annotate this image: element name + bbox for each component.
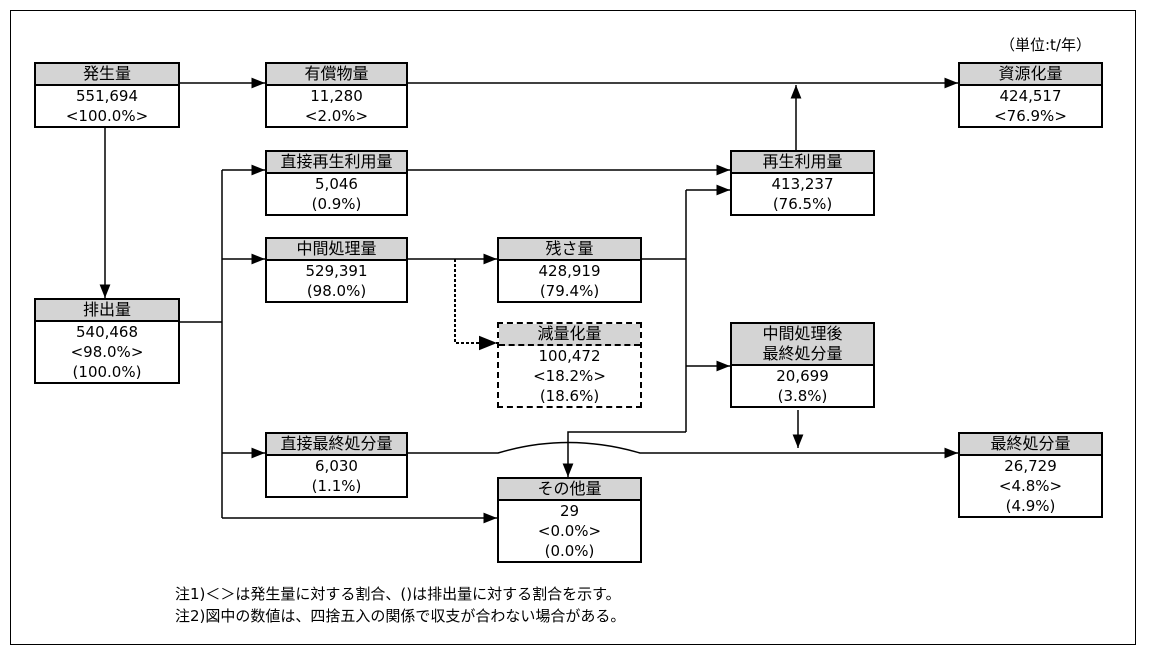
node-title: 減量化量: [499, 324, 640, 346]
node-title: 再生利用量: [732, 152, 873, 174]
node-yusho: 有償物量 11,280 <2.0%>: [265, 62, 408, 128]
arrow-to-sonota: [562, 431, 686, 477]
node-haishutsu: 排出量 540,468 <98.0%> (100.0%): [34, 298, 180, 384]
node-saishu: 最終処分量 26,729 <4.8%> (4.9%): [958, 432, 1103, 518]
node-value: 551,694: [75, 87, 139, 105]
node-value: 424,517: [999, 87, 1062, 105]
node-sonota: その他量 29 <0.0%> (0.0%): [497, 477, 642, 563]
node-saisei: 再生利用量 413,237 (76.5%): [730, 150, 875, 216]
node-title-line-1: 中間処理後: [762, 324, 843, 343]
node-ratio: (76.5%): [772, 195, 833, 213]
node-ratio: (3.8%): [777, 387, 828, 405]
node-ratio: <18.2%>: [533, 367, 606, 385]
node-value: 29: [559, 502, 580, 520]
node-shigen: 資源化量 424,517 <76.9%>: [958, 62, 1103, 128]
node-title: 発生量: [36, 64, 178, 86]
node-chukan: 中間処理量 529,391 (98.0%): [265, 237, 408, 303]
diagram-frame: [10, 10, 1136, 645]
node-ratio: <2.0%>: [304, 107, 369, 125]
node-title: 排出量: [36, 300, 178, 322]
node-value: 428,919: [538, 262, 601, 280]
node-title: 中間処理後 最終処分量: [732, 324, 873, 366]
arrow-chukan-genryo: [454, 259, 497, 351]
node-title: 中間処理量: [267, 239, 406, 261]
node-genryo: 減量化量 100,472 <18.2%> (18.6%): [497, 322, 642, 408]
node-value: 11,280: [310, 87, 363, 105]
node-value: 529,391: [305, 262, 368, 280]
node-ratio: <76.9%>: [994, 107, 1067, 125]
node-ratio-2: (0.0%): [544, 542, 595, 560]
node-value: 413,237: [771, 175, 834, 193]
node-ratio: (0.9%): [311, 195, 362, 213]
note-2: 注2)図中の数値は、四捨五入の関係で収支が合わない場合がある。: [175, 607, 626, 625]
node-chokusaishu: 直接最終処分量 6,030 (1.1%): [265, 432, 408, 498]
node-ratio-2: (18.6%): [539, 387, 600, 405]
node-chukango: 中間処理後 最終処分量 20,699 (3.8%): [730, 322, 875, 408]
node-value: 5,046: [315, 175, 358, 193]
node-title: 資源化量: [960, 64, 1101, 86]
node-chokusai: 直接再生利用量 5,046 (0.9%): [265, 150, 408, 216]
node-ratio: (79.4%): [539, 282, 600, 300]
unit-label: （単位:t/年）: [1000, 36, 1091, 54]
node-title: 残さ量: [499, 239, 640, 261]
node-value: 26,729: [1004, 457, 1057, 475]
node-ratio: <98.0%>: [70, 343, 144, 361]
node-title: 直接再生利用量: [267, 152, 406, 174]
node-title: その他量: [499, 479, 640, 501]
node-ratio: <0.0%>: [537, 522, 602, 540]
note-1: 注1)＜＞は発生量に対する割合、()は排出量に対する割合を示す。: [175, 585, 621, 603]
node-hassei: 発生量 551,694 <100.0%>: [34, 62, 180, 128]
node-zansa: 残さ量 428,919 (79.4%): [497, 237, 642, 303]
node-value: 6,030: [315, 457, 358, 475]
node-value: 100,472: [538, 347, 601, 365]
node-ratio-2: (100.0%): [72, 363, 142, 381]
node-ratio: (98.0%): [306, 282, 367, 300]
node-ratio: <4.8%>: [998, 477, 1063, 495]
node-title: 有償物量: [267, 64, 406, 86]
node-ratio: <100.0%>: [65, 107, 149, 125]
node-value: 540,468: [75, 323, 139, 341]
arrow-chokusaishu-saishu: [408, 441, 958, 459]
node-ratio: (1.1%): [311, 477, 362, 495]
node-ratio-2: (4.9%): [1005, 497, 1056, 515]
notes: 注1)＜＞は発生量に対する割合、()は排出量に対する割合を示す。 注2)図中の数…: [175, 583, 625, 627]
node-title-line-2: 最終処分量: [762, 344, 843, 363]
node-title: 直接最終処分量: [267, 434, 406, 456]
node-value: 20,699: [776, 367, 829, 385]
node-title: 最終処分量: [960, 434, 1101, 456]
